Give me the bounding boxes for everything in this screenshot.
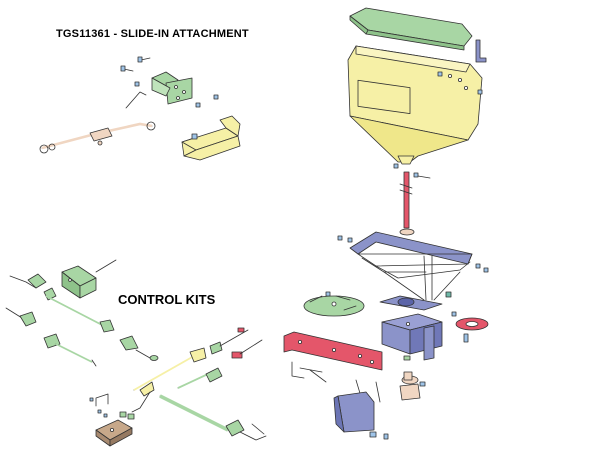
switch-bracket-red — [89, 393, 109, 418]
controller-module — [95, 419, 133, 447]
slide-in-rack-yellow — [181, 115, 241, 161]
hopper-bolts — [393, 71, 483, 179]
harness-top — [9, 273, 115, 333]
harness-yellow — [133, 341, 223, 397]
spreader-frame — [349, 231, 473, 301]
agitator-shaft — [399, 171, 415, 236]
motor-assembly — [399, 355, 426, 401]
hopper-lid — [349, 7, 473, 51]
lid-latch — [475, 39, 487, 63]
harness-red — [219, 327, 263, 359]
connector-small — [119, 411, 135, 420]
hopper-body — [347, 45, 483, 165]
control-box-green — [61, 259, 117, 299]
bolt-hardware-top — [120, 56, 151, 87]
control-kits-label: CONTROL KITS — [118, 292, 216, 307]
gearbox-bracket — [379, 291, 469, 361]
bolt-hardware-right — [195, 94, 219, 108]
ratchet-strap — [39, 121, 156, 154]
motor-bracket-blue — [333, 391, 389, 440]
harness-bottom — [131, 367, 267, 441]
pin-blue — [125, 91, 147, 109]
hitch-bracket-green — [151, 71, 193, 105]
attachment-title: TGS11361 - SLIDE-IN ATTACHMENT — [56, 28, 249, 40]
frame-bolts — [337, 235, 489, 273]
spinner-disc-red — [455, 317, 489, 331]
mount-plate-red — [283, 331, 383, 371]
harness-middle — [5, 307, 159, 367]
spinner-disc-green — [303, 291, 365, 317]
